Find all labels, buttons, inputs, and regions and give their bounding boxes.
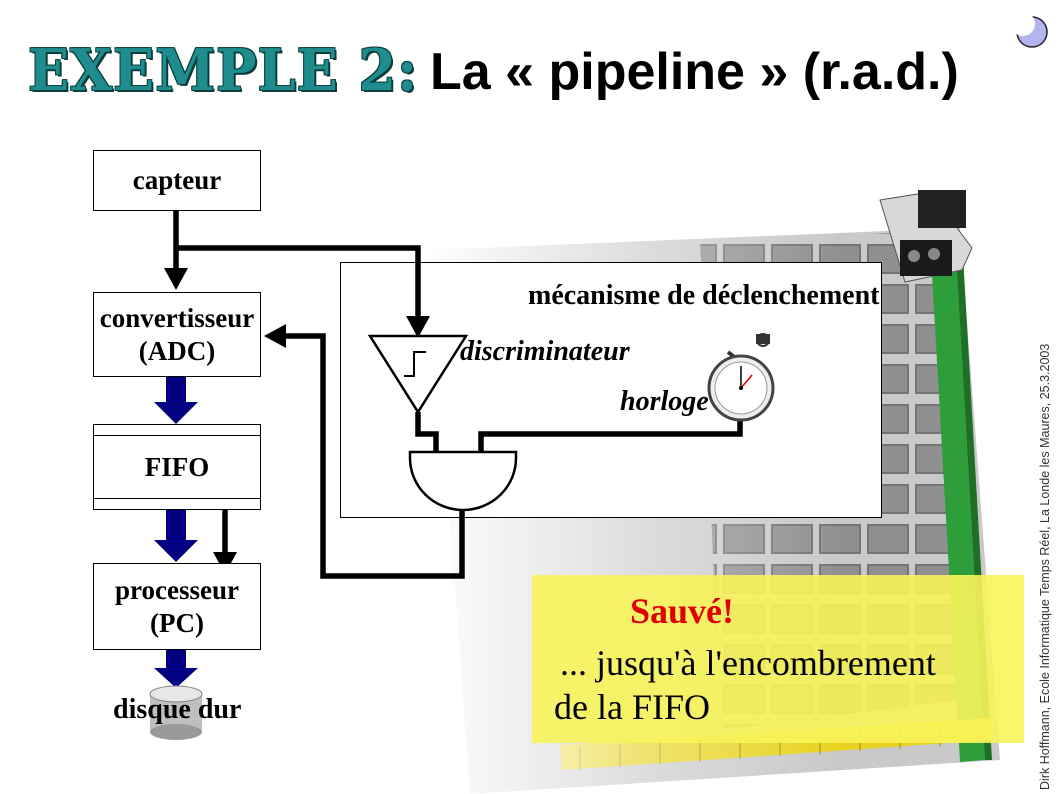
convertisseur-label: convertisseur — [99, 302, 255, 333]
flow-arrow-pc-disk — [154, 650, 198, 688]
fifo-label: FIFO — [144, 451, 210, 482]
fifo-top-divider — [94, 435, 260, 436]
stopwatch-icon — [707, 333, 775, 422]
discriminator-symbol — [367, 334, 469, 415]
title-text: La « pipeline » (r.a.d.) — [430, 43, 959, 101]
processeur-label: processeur — [115, 574, 239, 605]
discriminator-label: discriminateur — [460, 336, 630, 367]
fifo-box: FIFO — [93, 424, 261, 510]
capteur-label: capteur — [132, 165, 222, 195]
mechanism-label: mécanisme de déclenchement — [528, 280, 880, 311]
pc-label: (PC) — [150, 607, 204, 638]
note-headline: Sauvé! — [630, 591, 735, 631]
title-emphasis: EXEMPLE 2: — [28, 36, 419, 104]
adc-label: (ADC) — [138, 335, 216, 366]
flow-arrow-adc-fifo — [154, 376, 198, 424]
note-line-2: de la FIFO — [554, 687, 710, 727]
flow-arrow-fifo-pc — [154, 510, 198, 562]
clock-label: horloge — [620, 386, 709, 417]
note-box — [532, 575, 1024, 743]
and-gate-symbol — [408, 450, 518, 512]
fifo-bottom-divider — [94, 498, 260, 499]
note-line-1: ... jusqu'à l'encombrement — [560, 643, 936, 683]
arrow-to-discriminator — [406, 316, 430, 338]
capteur-box: capteur — [93, 150, 261, 211]
processeur-box: processeur (PC) — [93, 563, 261, 650]
cylinder-icon — [149, 685, 203, 740]
disk-label: disque dur — [113, 694, 242, 725]
footer-credit: Dirk Hoffmann, Ecole Informatique Temps … — [1038, 343, 1052, 790]
arrow-to-adc — [264, 324, 286, 348]
arrow-to-convertisseur — [164, 268, 188, 290]
convertisseur-box: convertisseur (ADC) — [93, 292, 261, 377]
crescent-moon-icon — [1012, 12, 1048, 48]
